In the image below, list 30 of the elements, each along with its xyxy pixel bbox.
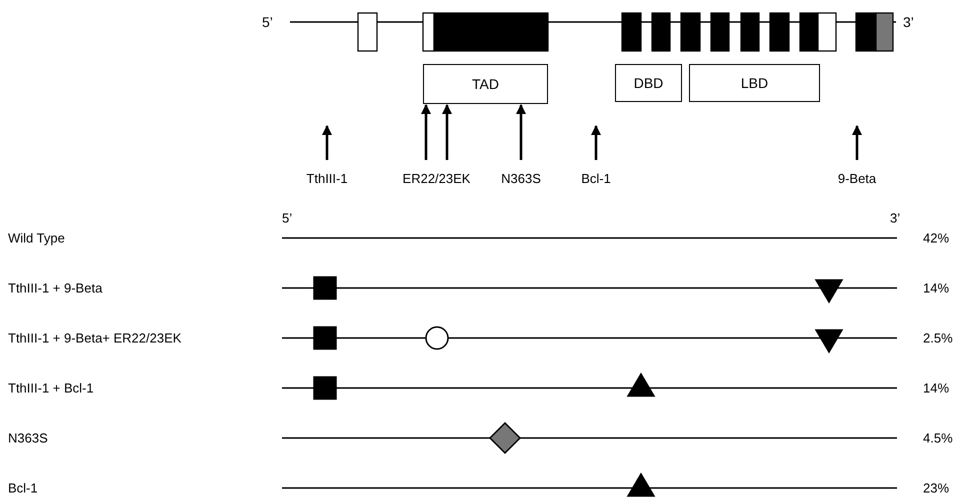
haplotype-label: TthIII-1 + Bcl-1 <box>8 382 94 394</box>
strand-end-label: 5’ <box>282 212 292 224</box>
strand-end-label: 5’ <box>262 15 273 29</box>
haplotype-label: TthIII-1 + 9-Beta+ ER22/23EK <box>8 332 182 344</box>
haplotype-label: TthIII-1 + 9-Beta <box>8 282 102 294</box>
domain-box: LBD <box>689 64 820 102</box>
variant-label: Bcl-1 <box>581 171 611 186</box>
domain-box: DBD <box>615 64 682 102</box>
arrow <box>516 104 526 160</box>
arrow <box>322 125 332 160</box>
frequency-label: 14% <box>923 282 950 294</box>
variant-label: TthIII-1 <box>306 171 348 186</box>
variant-label: ER22/23EK <box>402 171 470 186</box>
arrow <box>852 125 862 160</box>
frequency-label: 2.5% <box>923 332 953 344</box>
arrow <box>421 104 431 160</box>
domain-box: TAD <box>423 64 548 104</box>
frequency-label: 14% <box>923 382 950 394</box>
haplotype-label: N363S <box>8 432 48 444</box>
strand-end-label: 3’ <box>890 212 900 224</box>
haplotype-label: Wild Type <box>8 232 65 244</box>
variant-label: N363S <box>501 171 541 186</box>
arrow <box>591 125 601 160</box>
frequency-label: 42% <box>923 232 950 244</box>
frequency-label: 23% <box>923 482 950 494</box>
strand-end-label: 3’ <box>903 15 914 29</box>
arrow <box>442 104 452 160</box>
haplotype-label: Bcl-1 <box>8 482 38 494</box>
variant-label: 9-Beta <box>838 171 876 186</box>
frequency-label: 4.5% <box>923 432 953 444</box>
